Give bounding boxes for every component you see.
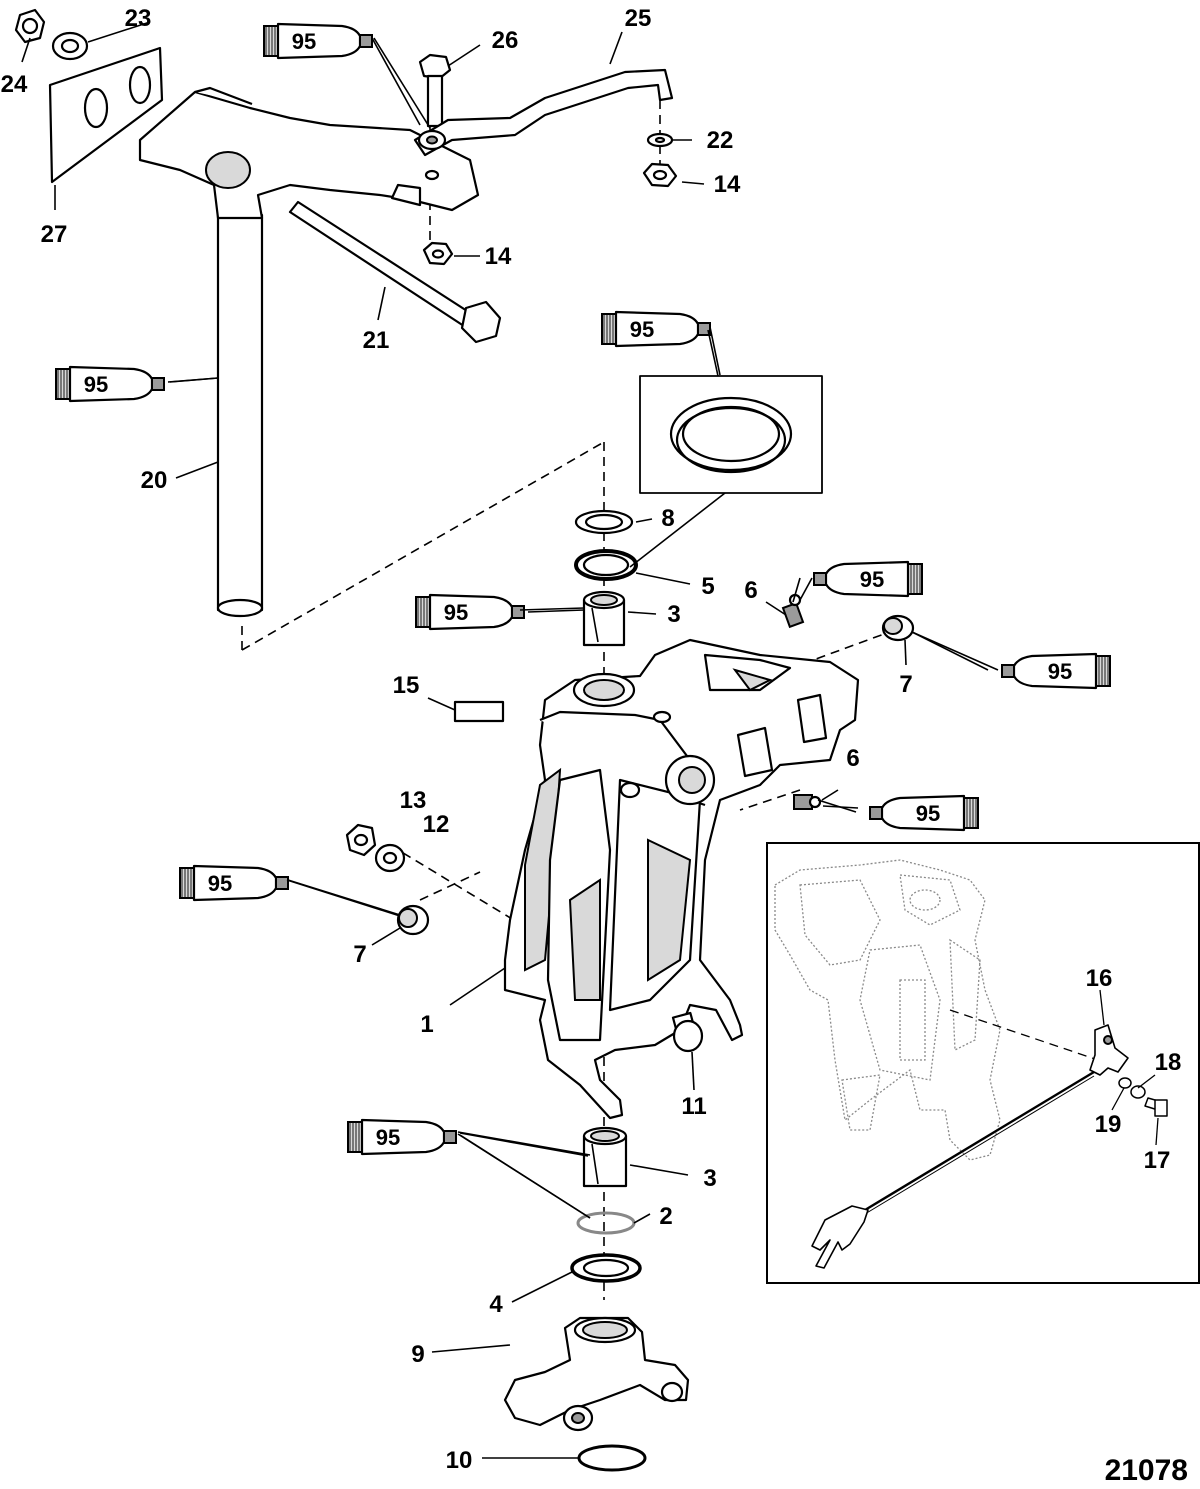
callout-4: 4: [489, 1291, 503, 1318]
part-22-washer: [646, 132, 674, 148]
callout-6-upper: 6: [744, 577, 757, 604]
part-1-swivel-bracket: [503, 638, 860, 1120]
sealant-tube-label: 95: [1048, 659, 1072, 684]
part-20-steering-shaft: [138, 86, 480, 618]
part-24-nut: [14, 8, 46, 44]
sealant-tube-label: 95: [292, 29, 316, 54]
sealant-tube-label: 95: [444, 600, 468, 625]
sealant-tube-label: 95: [376, 1125, 400, 1150]
part-9-steering-yoke: [503, 1316, 690, 1432]
callout-3-upper: 3: [667, 601, 680, 628]
part-8-washer: [574, 509, 634, 535]
sealant-tube-bushing-right: [1001, 652, 1111, 690]
callout-1: 1: [420, 1011, 433, 1038]
sealant-tube-label: 95: [84, 372, 108, 397]
callout-15: 15: [393, 672, 420, 699]
callout-16: 16: [1086, 965, 1113, 992]
part-21-bolt: [288, 200, 502, 344]
part-6-grease-fitting-lower: [793, 794, 822, 810]
callout-23: 23: [125, 5, 152, 32]
callout-22: 22: [707, 127, 734, 154]
part-14-nut-lower: [422, 241, 454, 266]
callout-18: 18: [1155, 1049, 1182, 1076]
sealant-tube-label: 95: [860, 567, 884, 592]
callout-12: 12: [423, 811, 450, 838]
part-27-plate: [48, 46, 164, 184]
sealant-tube-bushing-upper: [415, 593, 525, 631]
part-13-nut: [345, 823, 377, 857]
callout-13: 13: [400, 787, 427, 814]
callout-2: 2: [659, 1203, 672, 1230]
part-14-nut-upper: [642, 162, 678, 188]
sealant-tube-label: 95: [208, 871, 232, 896]
sealant-tube-bushing-lower: [347, 1118, 457, 1156]
part-7-bushing-right: [881, 614, 915, 642]
part-3-bushing-lower: [582, 1126, 628, 1188]
sealant-tube-label: 95: [916, 801, 940, 826]
part-12-washer: [374, 843, 406, 873]
callout-6-lower: 6: [846, 745, 859, 772]
callout-24: 24: [1, 71, 28, 98]
sealant-tubes: 95 95 95 95 95 95 95 95 95: [55, 22, 1111, 1219]
part-23-washer: [51, 31, 89, 61]
figure-reference-number: 21078: [1105, 1454, 1188, 1487]
sealant-tube-fitting-lower: [869, 794, 979, 832]
part-26-bolt: [418, 53, 452, 128]
callout-11: 11: [681, 1093, 706, 1120]
part-11-plug: [671, 1011, 704, 1053]
sensor-detail-inset: [766, 842, 1200, 1284]
callout-14-upper: 14: [714, 171, 741, 198]
callout-7-left: 7: [353, 941, 366, 968]
sealant-tube-bushing-left: [179, 864, 289, 902]
part-15-decal: [453, 700, 505, 723]
callout-19: 19: [1095, 1111, 1122, 1138]
part-4-washer: [570, 1253, 642, 1283]
part-7-bushing-left: [396, 904, 430, 936]
seal-detail-box: [639, 375, 823, 494]
part-10-snap-ring: [577, 1444, 647, 1472]
callout-25: 25: [625, 5, 652, 32]
part-3-bushing-upper: [582, 590, 626, 647]
callout-20: 20: [141, 467, 168, 494]
callout-8: 8: [661, 505, 674, 532]
callout-5: 5: [701, 573, 714, 600]
callout-9: 9: [411, 1341, 424, 1368]
callout-7-right: 7: [899, 671, 912, 698]
callout-labels: 1 2 3 3 4 5 6 6 7 7 8 9 10 11 12 13 14 1…: [1, 5, 1182, 1474]
sealant-tube-seal: [601, 310, 711, 348]
callout-27: 27: [41, 221, 68, 248]
callout-17: 17: [1144, 1147, 1171, 1174]
callout-21: 21: [363, 327, 390, 354]
sealant-tube-arm: [263, 22, 373, 60]
callout-14-lower: 14: [485, 243, 512, 270]
sealant-tube-fitting-upper: [813, 560, 923, 598]
callout-26: 26: [492, 27, 519, 54]
callout-10: 10: [446, 1447, 473, 1474]
leader-lines: [21, 21, 999, 1459]
sealant-tube-label: 95: [630, 317, 654, 342]
part-5-seal: [574, 549, 638, 581]
callout-3-lower: 3: [703, 1165, 716, 1192]
sealant-tube-shaft: [55, 365, 165, 403]
part-25-link-rod: [413, 68, 674, 157]
